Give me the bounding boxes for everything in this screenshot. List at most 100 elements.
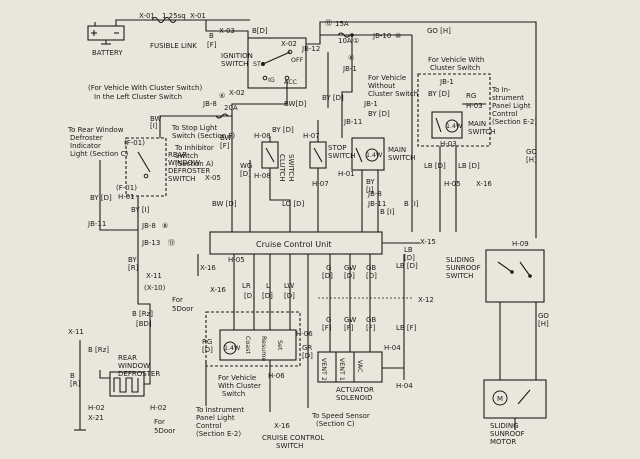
rg: RG: [466, 92, 476, 100]
x16-c: X-16: [210, 286, 226, 294]
rear-ind-2: Defroster: [70, 134, 103, 142]
circ12: ⑫: [325, 19, 332, 27]
sunroof-motor-3: MOTOR: [490, 438, 516, 446]
h08: H-08: [254, 132, 271, 140]
cruise-for-2: With Cluster: [218, 382, 261, 390]
rear-def-1: REAR: [118, 354, 137, 362]
by-d-left: BY [D]: [90, 194, 112, 202]
circ10: ⑩: [395, 32, 401, 40]
bw-i-2: [I]: [150, 122, 158, 130]
clutch-1: CLUTCH: [278, 154, 286, 182]
lb-f: LB [F]: [396, 324, 417, 332]
to-instr-b-4: (Section E-2): [196, 430, 241, 438]
main-sw-nc-1: MAIN: [388, 146, 406, 154]
battery: BATTERY: [87, 22, 125, 57]
x16: X-16: [476, 180, 492, 188]
x02-a: X-02: [281, 40, 297, 48]
bw-i: BW: [150, 115, 162, 123]
rear-ind-1: To Rear Window: [67, 126, 124, 134]
cruise-for-1: For Vehicle: [218, 374, 256, 382]
g-f-2: [F]: [322, 324, 332, 332]
fuse-15a: 15A: [335, 20, 349, 28]
to-speed-2: (Section C): [316, 420, 355, 428]
h03a: H-03: [440, 140, 457, 148]
circ8b: ⑧: [162, 222, 168, 230]
wire-bd-1: B[D]: [252, 27, 268, 35]
for-no-cluster-1: For Vehicle: [368, 74, 406, 82]
b-r-2: [R]: [70, 380, 81, 388]
motor-m: M: [497, 395, 503, 403]
jb11b: JB-11: [343, 118, 362, 126]
circ1: ①: [353, 37, 359, 45]
gr-2: [D]: [302, 352, 313, 360]
for-no-cluster-2: Without: [368, 82, 396, 90]
h04b: H-04: [396, 382, 413, 390]
rear-def-sw-3: DEFROSTER: [168, 167, 210, 175]
to-instr-1: To In-: [491, 86, 511, 94]
x11: X-11: [146, 272, 162, 280]
rg-d-2: [D]: [202, 346, 213, 354]
rear-ind-4: Light (Section C): [70, 150, 129, 158]
ign-switch-label-2: SWITCH: [221, 60, 248, 68]
gb-d: GB: [366, 264, 376, 272]
coast: Coast: [244, 336, 251, 354]
lb-d-2: [D]: [404, 254, 415, 262]
gw-d: GW: [344, 264, 356, 272]
for-5-3: For: [154, 418, 165, 426]
wg-d: WG: [240, 162, 252, 170]
by-r: BY: [128, 256, 137, 264]
bw-f-2: [F]: [220, 142, 230, 150]
to-speed-1: To Speed Sensor: [311, 412, 370, 420]
jb1b: JB-1: [363, 100, 378, 108]
circ-b: ⑥: [219, 92, 225, 100]
rg-d: RG: [202, 338, 212, 346]
fuse-20a: 20A: [224, 104, 238, 112]
cruise-for-3: Switch: [222, 390, 245, 398]
wire-b: B: [209, 32, 214, 40]
lamp-1: 1.4W: [366, 152, 383, 159]
for-cluster-1: For Vehicle With: [428, 56, 484, 64]
go-h-5: [H]: [538, 320, 549, 328]
to-stop-2: Switch (Section F): [172, 132, 235, 140]
lr-2: [D]: [244, 292, 255, 300]
rear-def-sw-2: WINDOW: [168, 159, 200, 167]
jb13: JB-13: [141, 239, 160, 247]
sunroof-motor-1: SLIDING: [490, 422, 519, 430]
ign-switch-label: IGNITION: [221, 52, 253, 60]
l-d-2: [D]: [262, 292, 273, 300]
actuator-1: ACTUATOR: [336, 386, 374, 394]
b-i: B [I]: [380, 208, 395, 216]
jb8c: JB-8: [367, 190, 382, 198]
x16b: X-16: [200, 264, 216, 272]
by-d-4: BY [D]: [428, 90, 450, 98]
rear-def-sw-1: REAR: [168, 151, 187, 159]
x12: X-12: [418, 296, 434, 304]
circ13: ⑬: [168, 239, 175, 247]
b-rz: B [Rz]: [132, 310, 153, 318]
for-5-1: For: [172, 296, 183, 304]
rear-def-sw-4: SWITCH: [168, 175, 195, 183]
f01: (F-01): [124, 139, 145, 147]
sunroof-sw-1: SLIDING: [446, 256, 475, 264]
h05: H-05: [444, 180, 461, 188]
rear-ind-3: Indicator: [70, 142, 101, 150]
lw-2: [D]: [284, 292, 295, 300]
b-r: B: [70, 372, 75, 380]
to-instr-b-2: Panel Light: [196, 414, 235, 422]
gw-d-2: [D]: [344, 272, 355, 280]
bd-bd: [BD]: [136, 320, 152, 328]
g-d: G: [326, 264, 331, 272]
circ8: ⑧: [348, 54, 354, 62]
main-sw-nc-2: SWITCH: [388, 154, 415, 162]
h05b: H-05: [228, 256, 245, 264]
f01-b: (F-01): [116, 184, 137, 192]
main-sw-c-2: SWITCH: [468, 128, 495, 136]
lb-d-4: LB [D]: [458, 162, 480, 170]
for-5-4: 5Door: [154, 427, 175, 435]
lb-d-3: LB [D]: [424, 162, 446, 170]
h09: H-09: [512, 240, 529, 248]
vent2: VENT 2: [320, 358, 327, 381]
jb10: JB-10: [372, 32, 391, 40]
ign-st: ST: [253, 61, 261, 68]
h02a: H-02: [88, 404, 105, 412]
